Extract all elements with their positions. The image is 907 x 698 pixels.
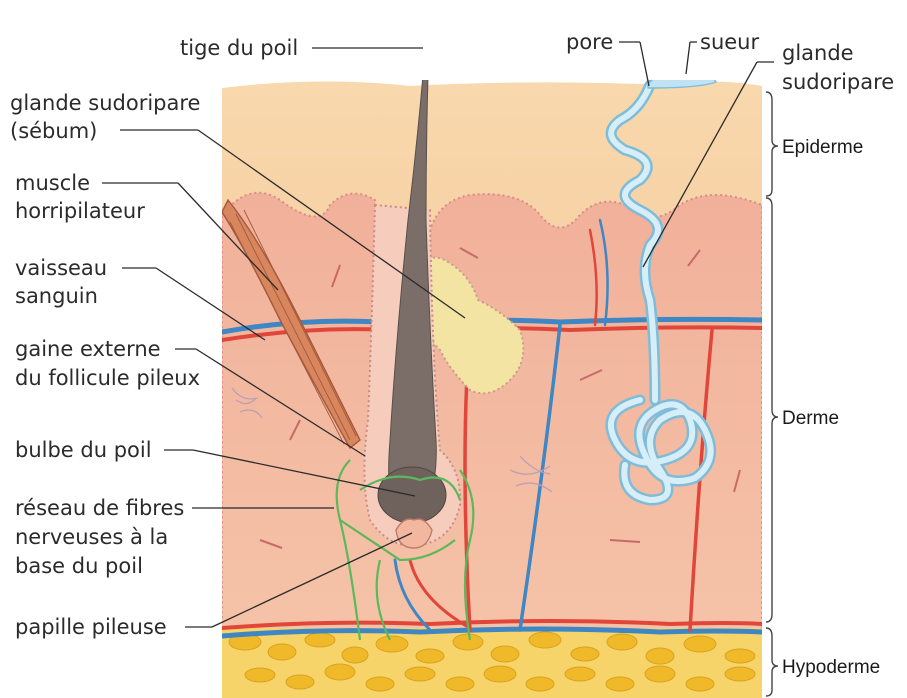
label-hypoderme: Hypoderme [782,657,880,678]
label-gaine-line1: gaine externe [15,337,161,361]
label-muscle-line2: horripilateur [15,199,145,223]
label-reseau-line3: base du poil [15,554,143,578]
label-glande-sudoripare-line1: glande [782,41,854,65]
label-reseau-line1: réseau de fibres [15,496,184,520]
label-vaisseau-line1: vaisseau [15,256,107,280]
label-sueur: sueur [700,30,759,54]
label-bulbe: bulbe du poil [15,438,152,462]
skin-block [222,14,762,698]
label-reseau-line2: nerveuses à la [15,525,168,549]
label-gaine-line2: du follicule pileux [15,366,200,390]
label-derme: Derme [782,408,839,429]
label-epiderme: Epiderme [782,137,863,158]
label-papille: papille pileuse [15,615,167,639]
label-glande-sebacee-line1: glande sudoripare [10,91,200,115]
label-muscle-line1: muscle [15,171,90,195]
brace-derme [766,198,778,622]
label-glande-sudoripare-line2: sudoripare [782,70,894,94]
label-glande-sebacee-line2: (sébum) [10,119,97,143]
brace-epiderme [766,92,778,196]
label-vaisseau-line2: sanguin [15,284,98,308]
layer-labels: Epiderme Derme Hypoderme [782,137,880,678]
layer-braces [766,92,778,696]
label-pore: pore [566,30,613,54]
brace-hypoderme [766,628,778,696]
label-tige-du-poil: tige du poil [180,36,298,60]
